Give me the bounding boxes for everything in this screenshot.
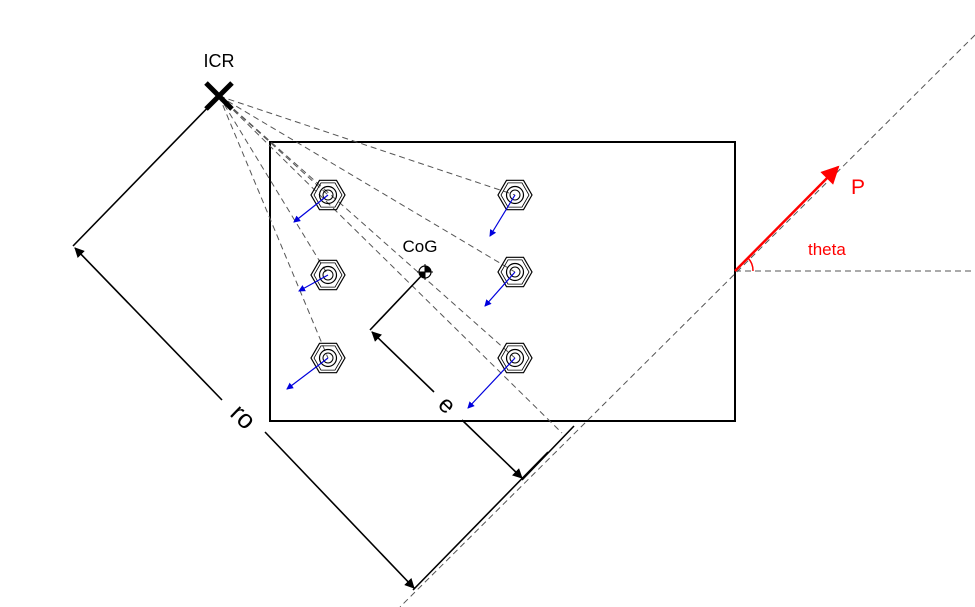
load-line-of-action xyxy=(399,34,975,607)
eccentricity-dimension xyxy=(369,271,575,481)
e-dim-lower xyxy=(461,419,523,479)
icr-ray-middle-left xyxy=(218,95,329,276)
bolt-force-arrow xyxy=(467,357,516,409)
bolt-force-arrow xyxy=(286,357,329,390)
angle-arc xyxy=(747,257,754,272)
icr-ray-bottom-right xyxy=(218,95,516,359)
construction-lines xyxy=(218,34,975,607)
angle-label: theta xyxy=(808,240,846,259)
bolt-force-arrow xyxy=(293,194,329,223)
icr-extension-line xyxy=(72,95,220,247)
ro-dim-lower xyxy=(264,431,415,589)
e-dim-upper xyxy=(371,331,435,393)
icr-label: ICR xyxy=(204,51,235,71)
icr-ray-to-load-line xyxy=(218,95,563,434)
load-arrow xyxy=(734,165,840,272)
bolt-force-arrow xyxy=(489,194,516,237)
icr-ray-middle-right xyxy=(218,95,516,273)
plate-outline xyxy=(269,141,736,422)
ro-dim-upper xyxy=(74,247,223,401)
bolt-force-arrow xyxy=(298,274,329,292)
icr-ray-top-right xyxy=(218,95,516,196)
radius-dimension xyxy=(72,95,549,591)
radius-label: ro xyxy=(225,398,262,436)
bolt-force-arrow xyxy=(484,271,516,307)
eccentricity-label: e xyxy=(433,391,461,420)
cog-extension-line xyxy=(369,271,426,331)
load-label: P xyxy=(851,176,865,199)
bolt-force-arrows xyxy=(286,194,516,409)
icr-ray-bottom-left xyxy=(218,95,329,359)
load-line-extension xyxy=(412,451,549,591)
cog-label: CoG xyxy=(403,237,438,256)
